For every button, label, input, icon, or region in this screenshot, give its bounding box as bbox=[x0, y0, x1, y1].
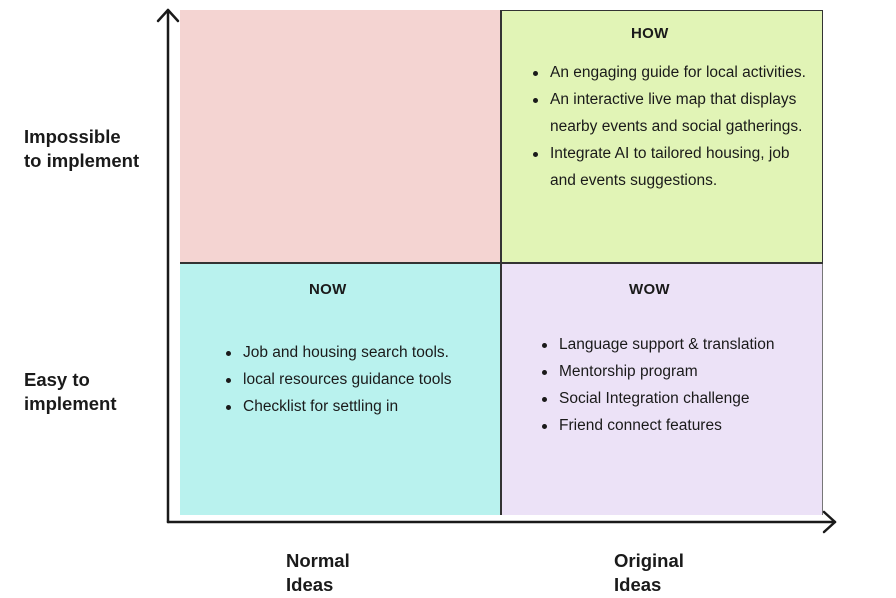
x-axis-right-label: Original Ideas bbox=[614, 550, 684, 595]
y-axis-top-label: Impossible to implement bbox=[24, 126, 140, 171]
list-item: Checklist for settling in bbox=[223, 393, 493, 420]
list-item: An interactive live map that displays ne… bbox=[530, 86, 815, 140]
y-axis-bottom-label: Easy to implement bbox=[24, 369, 117, 414]
quadrant-top-left bbox=[180, 10, 501, 263]
quadrant-how-title: HOW bbox=[631, 25, 669, 42]
list-item: Job and housing search tools. bbox=[223, 339, 493, 366]
x-axis-left-label: Normal Ideas bbox=[286, 550, 350, 595]
list-item: Integrate AI to tailored housing, job an… bbox=[530, 140, 815, 194]
x-axis-arrowhead bbox=[822, 510, 837, 534]
quadrant-wow bbox=[501, 263, 823, 515]
quadrant-now-title: NOW bbox=[309, 281, 347, 298]
y-axis-arrowhead bbox=[156, 8, 180, 23]
list-item: local resources guidance tools bbox=[223, 366, 493, 393]
list-item: Language support & translation bbox=[539, 331, 819, 358]
list-item: An engaging guide for local activities. bbox=[530, 59, 815, 86]
quadrant-wow-list: Language support & translation Mentorshi… bbox=[539, 331, 819, 439]
quadrant-now-list: Job and housing search tools. local reso… bbox=[223, 339, 493, 420]
list-item: Mentorship program bbox=[539, 358, 819, 385]
list-item: Friend connect features bbox=[539, 412, 819, 439]
quadrant-now bbox=[180, 263, 501, 515]
quadrant-how bbox=[501, 10, 823, 263]
quadrant-wow-title: WOW bbox=[629, 281, 670, 298]
quadrant-divider-vertical bbox=[500, 10, 502, 515]
quadrant-how-list: An engaging guide for local activities. … bbox=[530, 59, 815, 194]
list-item: Social Integration challenge bbox=[539, 385, 819, 412]
